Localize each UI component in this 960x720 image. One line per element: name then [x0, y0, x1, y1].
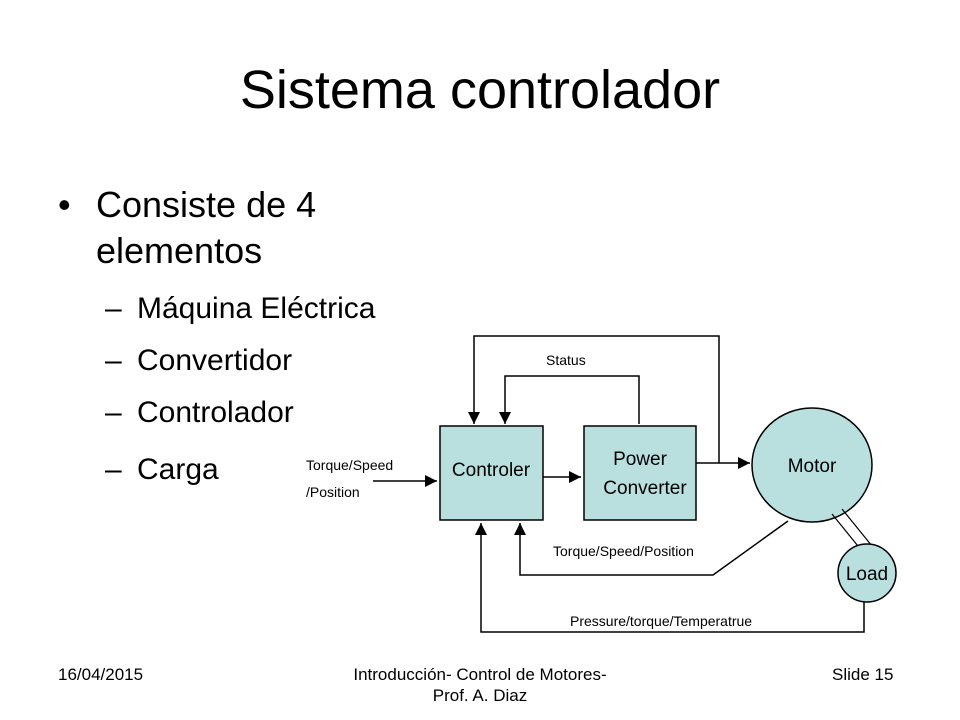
sub-bullet-dash: –: [105, 292, 122, 325]
load-feedback-label: Pressure/torque/Temperatrue: [570, 613, 752, 629]
load-feedback-line: [475, 523, 865, 633]
sub-bullet-dash: –: [105, 453, 122, 486]
load-label: Load: [846, 564, 888, 585]
sub-bullet-text: Controlador: [137, 396, 294, 429]
footer-title-line2: Prof. A. Diaz: [432, 686, 528, 705]
power-converter-block: [583, 425, 697, 521]
shaft-line-a: [831, 513, 863, 552]
slide-number: Slide 15: [832, 665, 894, 684]
speed-feedback-label: Torque/Speed/Position: [553, 543, 694, 559]
power-converter-label-line1: Power: [613, 449, 668, 470]
sub-bullet-dash: –: [105, 396, 122, 429]
controller-label: Controler: [452, 460, 531, 481]
sub-bullet-dash: –: [105, 344, 122, 377]
footer-title-line1: Introducción- Control de Motores-: [353, 665, 607, 684]
power-converter-label-line2: Converter: [603, 478, 687, 499]
status-feedback-line: [499, 375, 640, 424]
shaft-line-b: [841, 508, 873, 547]
motor-block: [751, 407, 873, 523]
motor-label: Motor: [788, 456, 837, 477]
input-label-line2: /Position: [306, 484, 360, 500]
bullet-symbol: •: [58, 184, 71, 225]
speed-feedback-line: [514, 520, 789, 576]
status-label: Status: [546, 352, 586, 368]
slide-title: Sistema controlador: [239, 60, 721, 120]
sub-bullet-text: Carga: [137, 453, 219, 486]
footer-date: 16/04/2015: [58, 665, 144, 684]
input-label-line1: Torque/Speed: [306, 457, 393, 473]
sub-bullet-text: Convertidor: [137, 344, 293, 377]
main-bullet-text: Consiste de 4 elementos: [96, 184, 317, 271]
footer-title: Introducción- Control de Motores- Prof. …: [330, 664, 630, 706]
sub-bullet-text: Máquina Eléctrica: [137, 292, 376, 325]
load-block: [837, 543, 897, 603]
controller-block: [439, 425, 544, 521]
outer-feedback-line: [468, 335, 720, 463]
